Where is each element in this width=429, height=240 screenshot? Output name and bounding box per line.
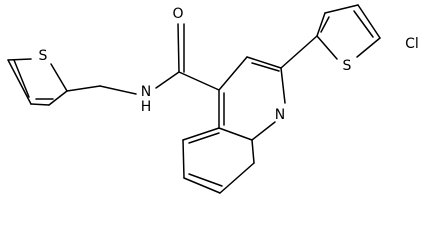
bond-line <box>7 58 32 61</box>
bond-line <box>7 59 32 105</box>
bond-line <box>155 71 180 89</box>
bond-line <box>218 56 248 91</box>
bond-line <box>251 62 280 72</box>
atom-label-thiophene-sulfur-right: S <box>343 58 352 74</box>
bond-line <box>13 59 30 98</box>
atom-label-chlorine: Cl <box>405 36 419 52</box>
atom-labels: O N H N S S Cl <box>39 6 419 123</box>
bond-line <box>280 67 286 104</box>
atom-label-amide-hydrogen: H <box>141 99 152 115</box>
atom-label-quinoline-nitrogen: N <box>275 107 285 123</box>
bond-line <box>182 127 220 141</box>
bond-line <box>188 173 223 187</box>
bond-line <box>251 121 276 141</box>
bond-line <box>251 139 255 164</box>
bond-line <box>356 37 381 58</box>
bond-line <box>246 56 282 69</box>
bond-line <box>219 162 255 194</box>
bond-line <box>99 85 137 95</box>
bond-line <box>48 90 68 106</box>
bond-line <box>320 16 330 33</box>
bond-line <box>218 127 253 141</box>
bond-line <box>178 71 220 91</box>
bond-line <box>188 132 220 144</box>
bond-line <box>30 103 50 106</box>
bonds <box>7 4 381 194</box>
bond-line <box>353 10 374 38</box>
molecule-structure: O N H N S S Cl <box>7 4 419 194</box>
bond-line <box>316 12 326 37</box>
bond-line <box>183 177 221 194</box>
bond-line <box>280 35 318 69</box>
bond-line <box>66 85 101 92</box>
bond-line <box>324 4 359 14</box>
bond-line <box>177 23 180 73</box>
bond-line <box>50 63 68 92</box>
atom-label-amide-nitrogen: N <box>141 84 151 100</box>
atom-label-thiophene-sulfur-left: S <box>39 48 48 64</box>
bond-line <box>357 4 381 39</box>
bond-line <box>182 139 185 179</box>
bond-line <box>316 35 338 60</box>
atom-label-oxygen: O <box>172 6 183 22</box>
